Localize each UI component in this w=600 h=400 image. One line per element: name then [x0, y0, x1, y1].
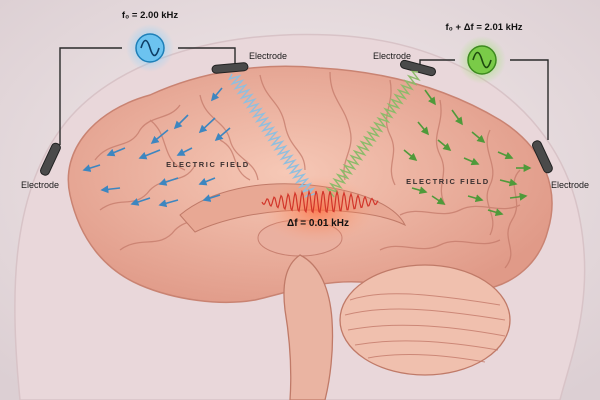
beat-oscillation-wave	[261, 189, 379, 214]
field-arrow-left-10	[198, 177, 216, 186]
sine-wave-icon	[140, 39, 160, 57]
cerebellum	[339, 264, 511, 376]
electrode-top-left	[211, 62, 249, 74]
field-arrows-left	[82, 87, 231, 208]
electrode-right-side-label: Electrode	[551, 180, 589, 190]
field-arrow-left-4	[106, 147, 126, 157]
generator-left-label: f₀ = 2.00 kHz	[122, 10, 179, 21]
field-arrows-right	[403, 89, 532, 217]
sine-wave-icon	[472, 51, 492, 69]
field-arrow-right-10	[467, 194, 484, 203]
field-arrow-right-1	[451, 109, 463, 126]
field-arrow-left-6	[214, 127, 231, 142]
wire-left-top	[178, 47, 236, 68]
field-arrow-right-13	[487, 208, 504, 217]
field-arrow-right-6	[497, 151, 514, 160]
generator-right	[458, 36, 506, 84]
field-arrow-left-0	[210, 87, 223, 102]
electric-field-label-right: ELECTRIC FIELD	[406, 177, 490, 186]
field-arrow-left-9	[158, 177, 179, 186]
field-arrow-right-0	[424, 89, 436, 106]
field-arrow-right-4	[403, 149, 418, 162]
electrode-left-side	[40, 142, 61, 176]
electric-field-label-left: ELECTRIC FIELD	[166, 160, 250, 169]
field-arrow-left-13	[158, 199, 179, 208]
electrode-top-left-label: Electrode	[249, 51, 287, 61]
field-arrow-right-3	[471, 131, 486, 144]
beat-glow	[258, 175, 378, 245]
brainstem	[283, 254, 334, 400]
wire-left	[59, 47, 122, 145]
generator-left	[126, 24, 174, 72]
field-arrow-right-9	[499, 178, 518, 187]
field-arrow-right-12	[431, 195, 446, 205]
coil-blue-spring	[228, 73, 317, 198]
field-arrow-right-7	[463, 157, 480, 166]
field-arrow-left-8	[176, 147, 193, 156]
field-arrow-left-3	[150, 129, 169, 145]
wire-right-top	[419, 59, 455, 64]
field-arrow-left-12	[130, 197, 151, 206]
coil-left	[228, 73, 317, 198]
field-arrow-right-5	[437, 139, 452, 152]
field-arrow-right-2	[417, 121, 430, 136]
electrode-right-side	[532, 140, 553, 174]
field-arrow-left-11	[100, 185, 121, 194]
electrode-left-side-label: Electrode	[21, 180, 59, 190]
electrode-top-right-label: Electrode	[373, 51, 411, 61]
field-arrow-left-5	[138, 149, 161, 160]
field-arrow-right-8	[411, 186, 428, 195]
field-arrow-right-11	[509, 192, 528, 201]
coil-green-spring	[325, 70, 421, 198]
wire-right	[510, 59, 549, 140]
beat-frequency-label: Δf = 0.01 kHz	[287, 218, 349, 229]
field-arrow-left-14	[202, 194, 221, 202]
field-arrow-left-2	[198, 117, 216, 134]
coil-right	[325, 70, 421, 198]
field-arrow-left-1	[173, 114, 189, 130]
field-arrow-left-7	[82, 164, 101, 172]
generator-right-label: f₀ + Δf = 2.01 kHz	[445, 22, 522, 33]
wires	[59, 47, 549, 145]
